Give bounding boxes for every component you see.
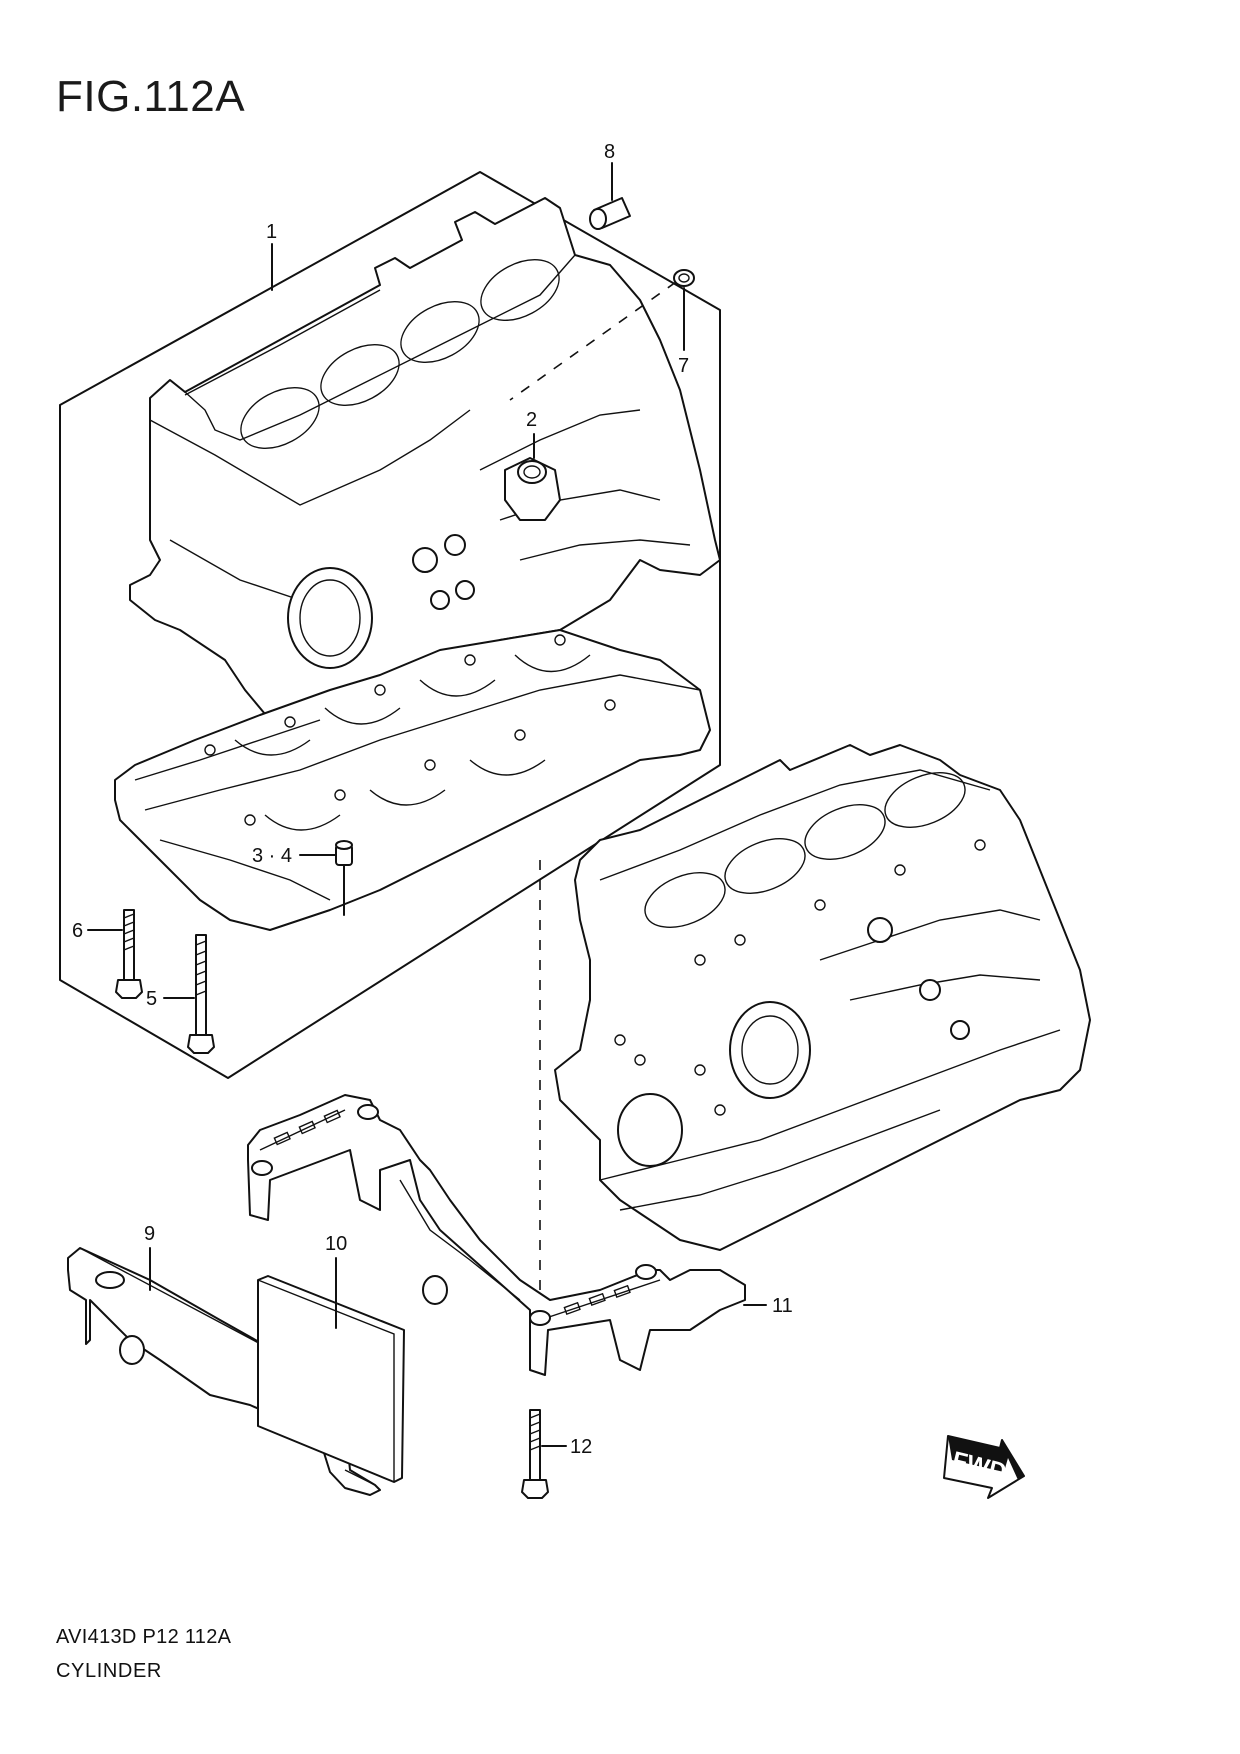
forward-arrow-icon: FWD [943,1435,1025,1499]
figure-name: CYLINDER [56,1660,162,1682]
callout-11: 11 [772,1295,793,1317]
callout-3-4: 3 · 4 [252,845,292,867]
callout-9: 9 [144,1223,155,1245]
callout-8: 8 [604,141,615,163]
figure-title: FIG.112A [56,72,246,121]
gasket-sheet-10 [257,1275,405,1483]
cylinder-block-lower [114,629,711,931]
bolt-6 [115,909,143,999]
callout-6: 6 [72,920,83,942]
bolt-5 [187,934,215,1054]
bolt-12 [521,1409,549,1499]
callout-7: 7 [678,355,689,377]
callout-12: 12 [570,1436,592,1458]
callout-10: 10 [325,1233,347,1255]
callout-2: 2 [526,409,537,431]
callout-5: 5 [146,988,157,1010]
crankcase-stiffener-11 [247,1094,746,1376]
assembled-block-view [554,744,1091,1251]
alignment-line-7 [509,281,677,401]
cylinder-block-upper [129,197,721,741]
plug-7 [673,269,695,287]
dowel-pin [335,840,353,916]
assembly-frame [59,171,721,1079]
callout-1: 1 [266,221,277,243]
bushing-8 [589,197,631,230]
callout-leaders [87,162,767,1447]
figure-code: AVI413D P12 112A [56,1626,232,1648]
